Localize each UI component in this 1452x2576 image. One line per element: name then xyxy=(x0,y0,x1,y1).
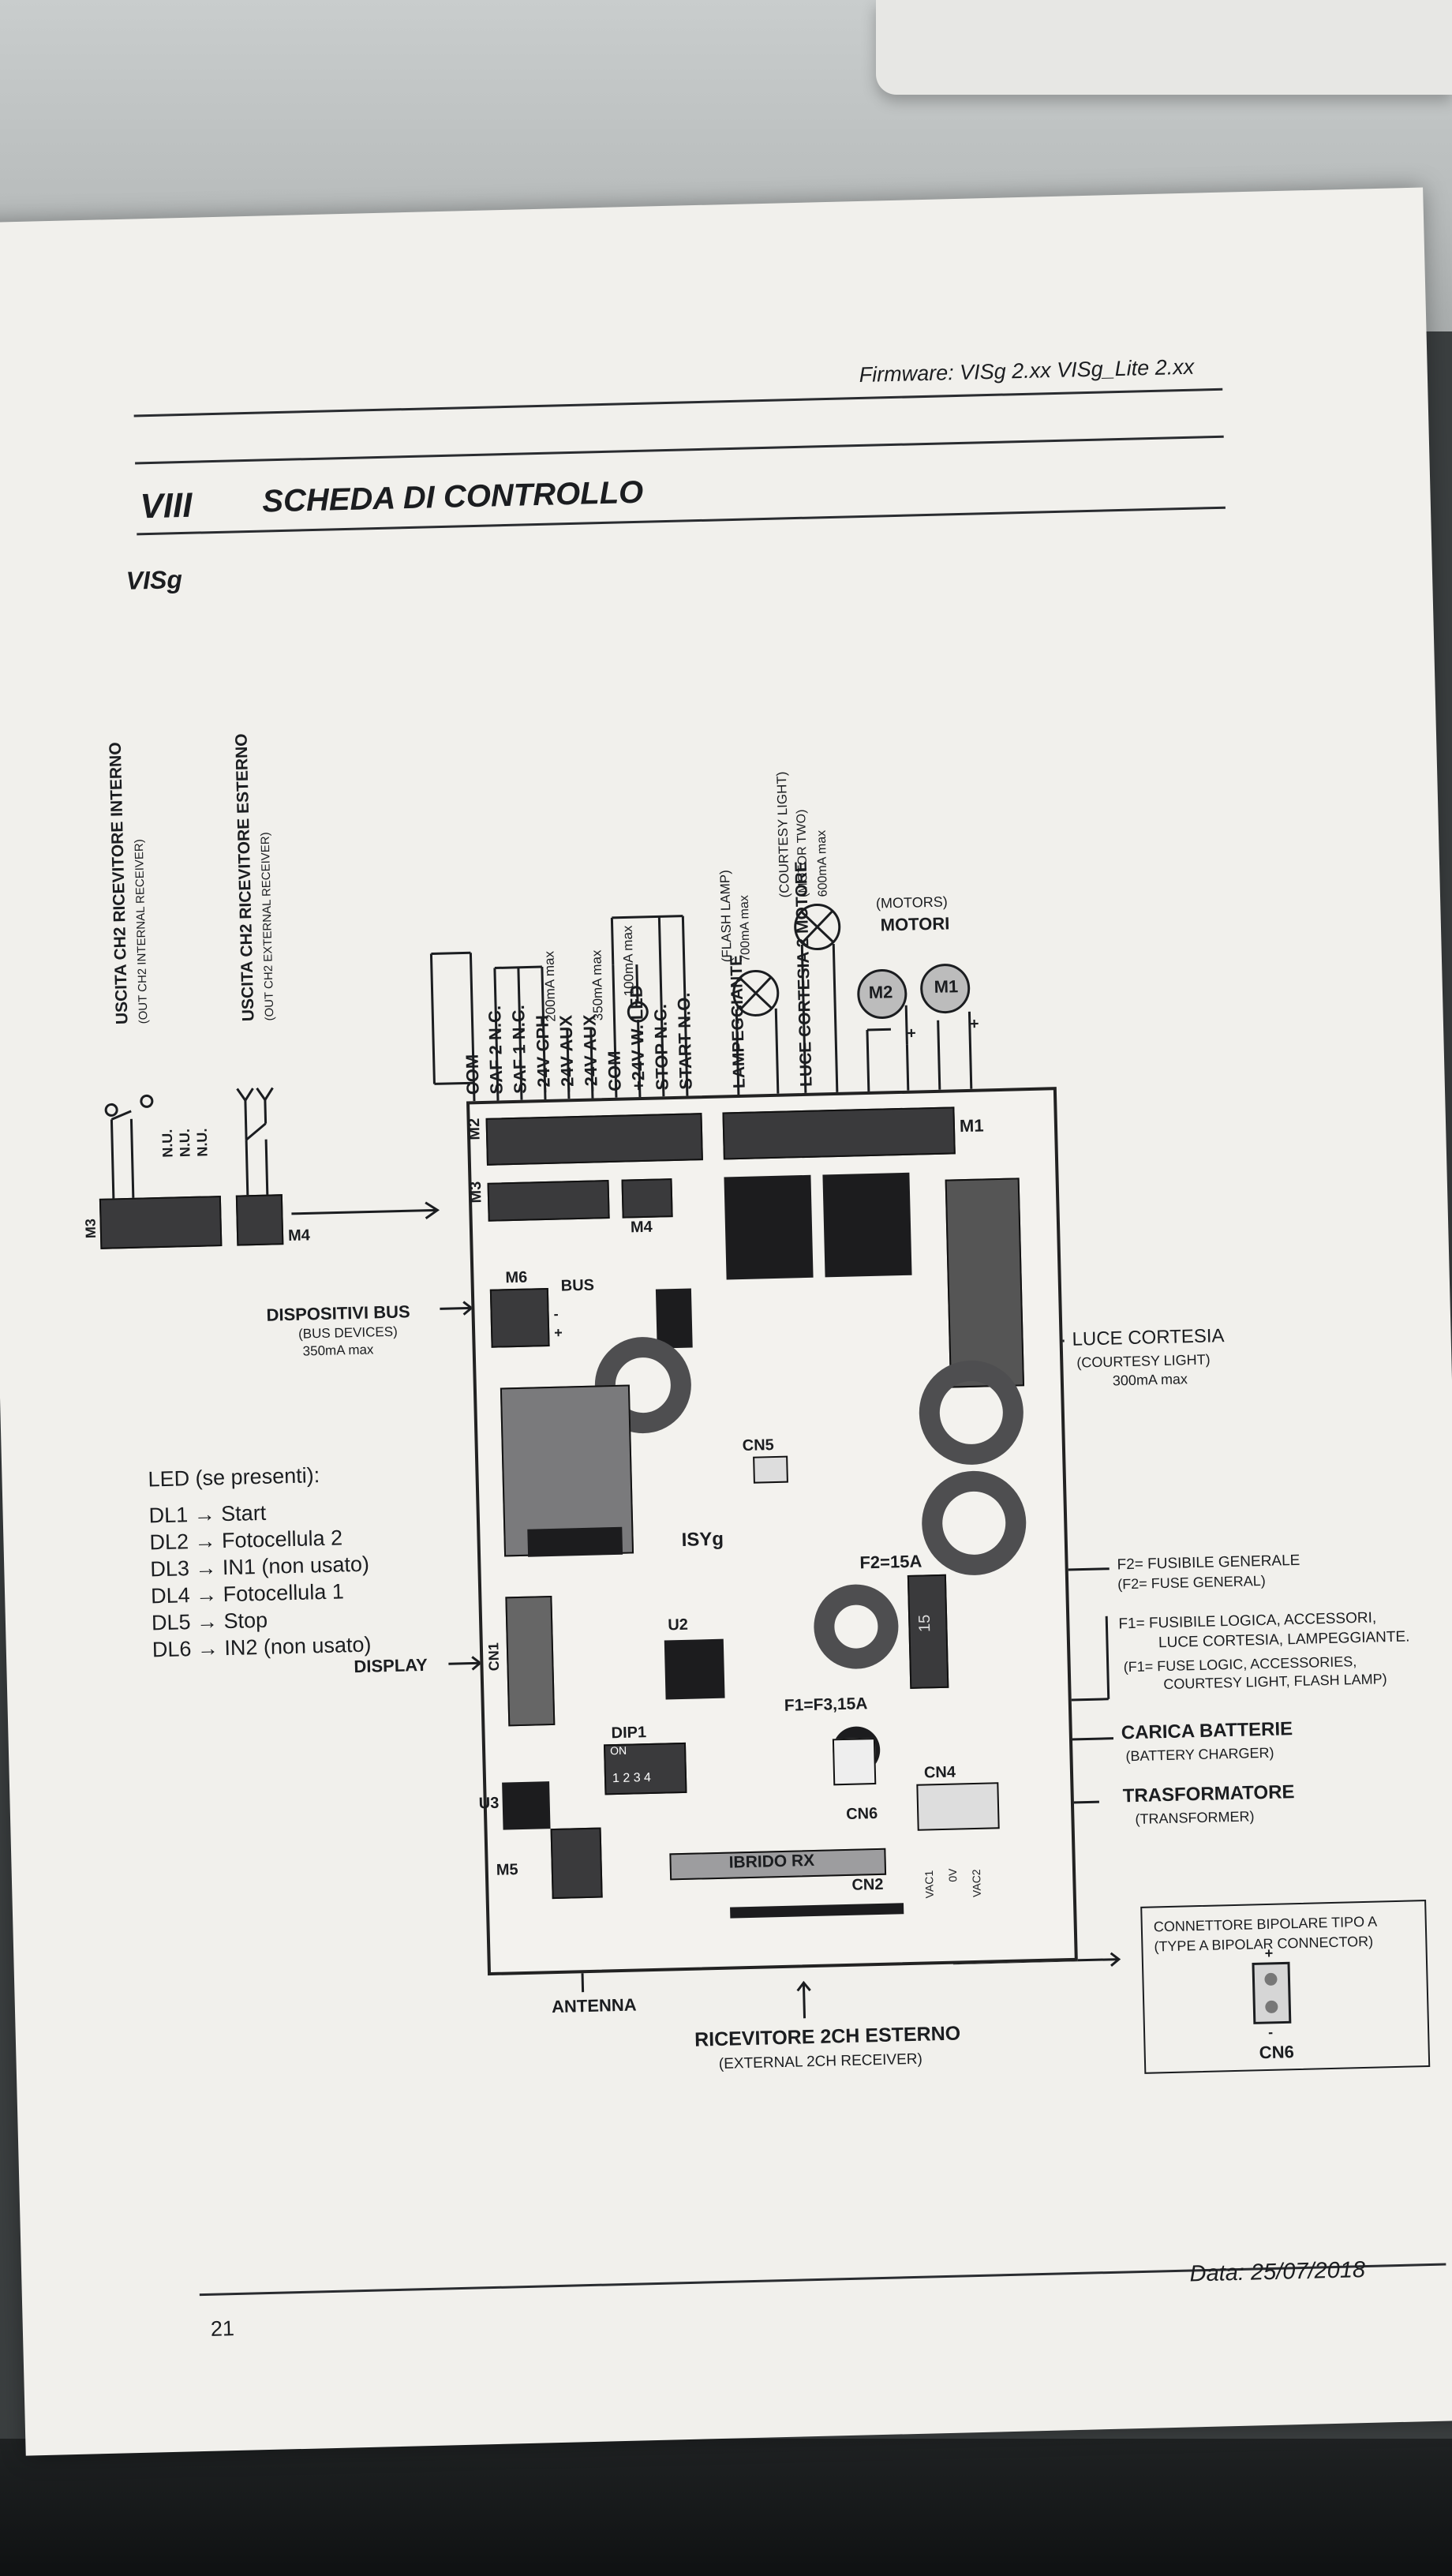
antenna-label: ANTENNA xyxy=(551,1994,637,2017)
date-label: Data: 25/07/2018 xyxy=(1189,2257,1366,2287)
m6-label: M6 xyxy=(505,1268,528,1287)
bipolar-cn6: CN6 xyxy=(1259,2042,1295,2063)
battery-connector xyxy=(832,1738,877,1786)
term-label-8: STOP N.C. xyxy=(650,1003,672,1091)
u3-label: U3 xyxy=(478,1794,500,1813)
dip-label: DIP1 xyxy=(611,1724,647,1743)
flash-lamp-it: LAMPEGGIANTE xyxy=(727,954,749,1089)
term-label-4: -24V AUX xyxy=(556,1014,578,1093)
manual-page: Firmware: VISg 2.xx VISg_Lite 2.xx VIII … xyxy=(0,187,1452,2456)
term-label-0: COM xyxy=(462,1054,483,1095)
connector-bar xyxy=(527,1526,623,1557)
term-label-7: +24V W. LED xyxy=(626,984,649,1091)
relay-1 xyxy=(724,1174,814,1280)
heatsink xyxy=(945,1178,1025,1388)
chip-u2 xyxy=(664,1638,725,1700)
m3-label: M3 xyxy=(466,1181,485,1204)
page-number: 21 xyxy=(210,2316,235,2341)
bus-plus: + xyxy=(553,1324,563,1341)
flash-lamp-current: 700mA max xyxy=(737,895,753,962)
toroid-3 xyxy=(813,1583,900,1670)
f1-label: F1=F3,15A xyxy=(784,1694,868,1715)
display-connector xyxy=(505,1595,556,1727)
aux-current: 350mA max xyxy=(589,949,606,1021)
cn1-label: CN1 xyxy=(485,1642,503,1672)
terminal-m1 xyxy=(722,1106,956,1160)
term-label-9: START N.O. xyxy=(673,992,696,1090)
cn4-connector xyxy=(916,1782,1000,1831)
bus-minus: - xyxy=(553,1305,559,1322)
vac1-label: VAC1 xyxy=(922,1870,936,1899)
motor-plus-2: + xyxy=(969,1015,979,1033)
m4-label: M4 xyxy=(630,1218,653,1237)
motor-plus-1: + xyxy=(906,1024,917,1043)
bus-label: BUS xyxy=(560,1276,595,1295)
vac2-label: VAC2 xyxy=(969,1869,983,1898)
ov-label: 0V xyxy=(945,1868,960,1882)
led-legend-title: LED (se presenti): xyxy=(148,1463,320,1492)
cn6-label: CN6 xyxy=(845,1804,878,1823)
cn2-label: CN2 xyxy=(851,1875,884,1894)
m1-label: M1 xyxy=(959,1115,984,1136)
ibrido-label: IBRIDO RX xyxy=(728,1851,815,1872)
u2-label: U2 xyxy=(668,1616,689,1634)
bus-devices-en: (BUS DEVICES) xyxy=(298,1324,398,1342)
terminal-m3 xyxy=(487,1180,610,1222)
motors-en: (MOTORS) xyxy=(875,893,948,912)
control-board: M2 M1 M3 M4 M6 BUS - + CN5 ISYg F2=15A 1… xyxy=(465,1087,1078,1976)
cn2-header xyxy=(730,1903,904,1919)
courtesy-callout-it: LUCE CORTESIA xyxy=(1072,1325,1225,1350)
f2-label: F2=15A xyxy=(859,1551,922,1573)
toroid-2 xyxy=(920,1470,1027,1577)
bus-devices-it: DISPOSITIVI BUS xyxy=(266,1301,410,1325)
cn5-label: CN5 xyxy=(742,1436,775,1455)
m2-label: M2 xyxy=(465,1118,484,1140)
relay-2 xyxy=(822,1172,912,1278)
chip-u3 xyxy=(502,1781,551,1830)
dip-numbers: 1 2 3 4 xyxy=(612,1770,652,1786)
table-dark-edge xyxy=(0,2439,1452,2576)
terminal-m5 xyxy=(550,1827,603,1900)
term-label-3: -24V CPH xyxy=(532,1014,554,1094)
term-label-1: SAF 2 N.C. xyxy=(485,1005,507,1095)
led-item: DL6 → IN2 (non usato) xyxy=(152,1632,372,1662)
terminal-m4 xyxy=(621,1178,673,1219)
cph-current: 200mA max xyxy=(541,950,559,1023)
term-label-5: -24V AUX xyxy=(579,1014,601,1092)
term-label-2: SAF 1 N.C. xyxy=(508,1005,530,1095)
m5-label: M5 xyxy=(496,1861,518,1879)
courtesy-current: 600mA max xyxy=(814,829,830,897)
charger-it: CARICA BATTERIE xyxy=(1121,1718,1293,1744)
display-label: DISPLAY xyxy=(354,1654,428,1677)
box-object xyxy=(876,0,1452,95)
bipolar-plus: + xyxy=(1264,1945,1274,1962)
motors-it: MOTORI xyxy=(880,913,950,935)
dip-on: ON xyxy=(609,1743,627,1758)
isyg-label: ISYg xyxy=(681,1528,724,1551)
bus-devices-current: 350mA max xyxy=(302,1342,374,1359)
cn4-label: CN4 xyxy=(923,1763,956,1782)
chip-small xyxy=(655,1288,693,1349)
courtesy-light-en: (COURTESY LIGHT) xyxy=(773,771,792,898)
led-current: 100mA max xyxy=(619,925,637,997)
term-label-6: COM xyxy=(604,1050,625,1092)
courtesy-callout-current: 300mA max xyxy=(1112,1371,1188,1389)
courtesy-callout-en: (COURTESY LIGHT) xyxy=(1076,1351,1211,1371)
transformer-en: (TRANSFORMER) xyxy=(1135,1808,1255,1828)
fuse-mark: 15 xyxy=(915,1614,934,1633)
cn5-connector xyxy=(753,1455,788,1484)
motor-m2: M2 xyxy=(868,982,893,1002)
terminal-m2 xyxy=(485,1113,703,1166)
transformer-it: TRASFORMATORE xyxy=(1122,1781,1295,1807)
motor-m1: M1 xyxy=(934,976,959,997)
flash-lamp-en: (FLASH LAMP) xyxy=(717,869,735,963)
led-item: DL4 → Fotocellula 1 xyxy=(150,1579,345,1608)
bipolar-minus: - xyxy=(1267,2024,1274,2040)
terminal-m6 xyxy=(489,1287,550,1348)
led-legend: LED (se presenti): DL1 → Start DL2 → Fot… xyxy=(148,1461,372,1664)
